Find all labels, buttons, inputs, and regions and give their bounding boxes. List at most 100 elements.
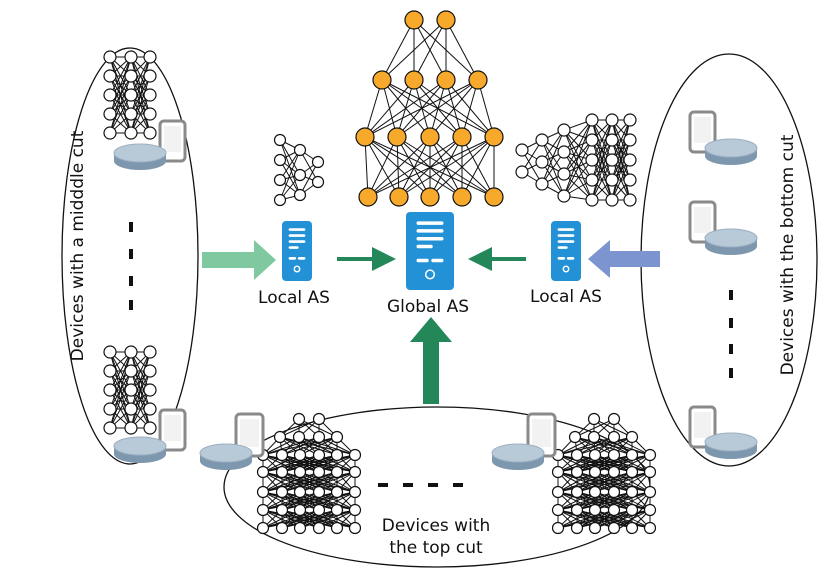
network-edge bbox=[262, 491, 301, 511]
network-node bbox=[103, 402, 117, 416]
network-node bbox=[312, 412, 326, 426]
network-edge bbox=[611, 119, 631, 161]
network-edge bbox=[109, 56, 132, 134]
network-edge bbox=[262, 471, 320, 493]
network-edge bbox=[298, 418, 338, 438]
network-edge bbox=[593, 418, 633, 438]
network-node bbox=[124, 126, 138, 140]
network-node bbox=[103, 88, 117, 102]
network-node bbox=[585, 133, 599, 147]
neural-networks bbox=[103, 10, 657, 535]
network-node bbox=[643, 465, 657, 479]
network-node bbox=[643, 503, 657, 517]
network-node bbox=[372, 70, 392, 90]
network-node bbox=[330, 503, 344, 517]
network-edge bbox=[557, 454, 596, 473]
network-edge bbox=[594, 509, 651, 529]
right-upload-arrow bbox=[588, 240, 660, 278]
network-node bbox=[330, 521, 344, 535]
network-edge bbox=[262, 436, 320, 456]
network-edge bbox=[557, 491, 615, 511]
left-upload-arrow bbox=[202, 240, 276, 280]
network-edge bbox=[109, 56, 132, 115]
network-node bbox=[585, 193, 599, 207]
network-edge bbox=[563, 119, 593, 197]
network-edge bbox=[413, 19, 447, 81]
network-node bbox=[348, 503, 362, 517]
network-edge bbox=[557, 491, 596, 511]
network-node bbox=[551, 521, 565, 535]
network-node bbox=[103, 421, 117, 435]
network-node bbox=[273, 430, 287, 444]
network-edge bbox=[130, 56, 151, 134]
network-edge bbox=[576, 509, 651, 529]
network-edge bbox=[563, 159, 593, 197]
network-edge bbox=[109, 389, 132, 429]
network-node bbox=[404, 70, 424, 90]
network-node bbox=[312, 521, 326, 535]
local-right-neural-network-icon bbox=[515, 113, 637, 207]
network-node bbox=[330, 485, 344, 499]
network-node bbox=[124, 345, 138, 359]
network-node bbox=[436, 70, 456, 90]
network-node bbox=[625, 521, 639, 535]
global-as-server bbox=[406, 212, 454, 290]
storage-disk-icon bbox=[704, 138, 758, 165]
network-edge bbox=[130, 75, 151, 134]
network-edge bbox=[262, 491, 320, 511]
network-node bbox=[124, 88, 138, 102]
bottom-cut-group-label: Devices with the bottom cut bbox=[778, 134, 798, 375]
network-edge bbox=[130, 56, 151, 115]
network-node bbox=[625, 485, 639, 499]
network-edge bbox=[611, 119, 631, 181]
network-edge bbox=[281, 491, 356, 511]
network-node bbox=[605, 193, 619, 207]
network-node bbox=[588, 465, 602, 479]
network-edge bbox=[429, 79, 479, 138]
network-edge bbox=[109, 351, 132, 429]
network-node bbox=[330, 465, 344, 479]
network-node bbox=[643, 521, 657, 535]
network-node bbox=[275, 465, 289, 479]
phone-icon bbox=[526, 412, 557, 458]
network-node bbox=[420, 187, 440, 207]
network-edge bbox=[557, 436, 595, 456]
network-node bbox=[587, 430, 601, 444]
network-node bbox=[143, 107, 157, 121]
network-node bbox=[623, 113, 637, 127]
middle-cut-network-top-icon bbox=[103, 50, 157, 140]
network-edge bbox=[557, 509, 633, 529]
server-icon bbox=[282, 212, 581, 290]
phone-icon bbox=[158, 119, 187, 163]
network-node bbox=[273, 133, 287, 147]
network-edge bbox=[364, 79, 415, 138]
network-node bbox=[273, 153, 287, 167]
storage-disk-icon bbox=[704, 432, 758, 459]
network-node bbox=[103, 69, 117, 83]
network-edge bbox=[262, 436, 300, 456]
network-edge bbox=[262, 471, 338, 493]
network-node bbox=[605, 113, 619, 127]
network-node bbox=[623, 153, 637, 167]
network-edge bbox=[541, 129, 565, 185]
network-edge bbox=[364, 79, 383, 138]
storage-disk-icon bbox=[491, 443, 545, 470]
network-edge bbox=[576, 436, 633, 456]
network-node bbox=[273, 193, 287, 207]
storage-disk-icon bbox=[704, 228, 758, 255]
network-node bbox=[452, 187, 472, 207]
network-edge bbox=[557, 436, 633, 456]
network-edge bbox=[611, 139, 631, 201]
network-node bbox=[625, 430, 639, 444]
network-edge bbox=[381, 19, 415, 81]
network-edge bbox=[591, 159, 613, 201]
network-edge bbox=[109, 370, 132, 429]
network-edge bbox=[445, 19, 479, 81]
network-edge bbox=[262, 509, 320, 529]
network-node bbox=[355, 127, 375, 147]
network-node bbox=[484, 127, 504, 147]
network-node bbox=[585, 153, 599, 167]
network-edge bbox=[563, 119, 593, 175]
network-node bbox=[607, 448, 621, 462]
network-edge bbox=[318, 509, 356, 529]
